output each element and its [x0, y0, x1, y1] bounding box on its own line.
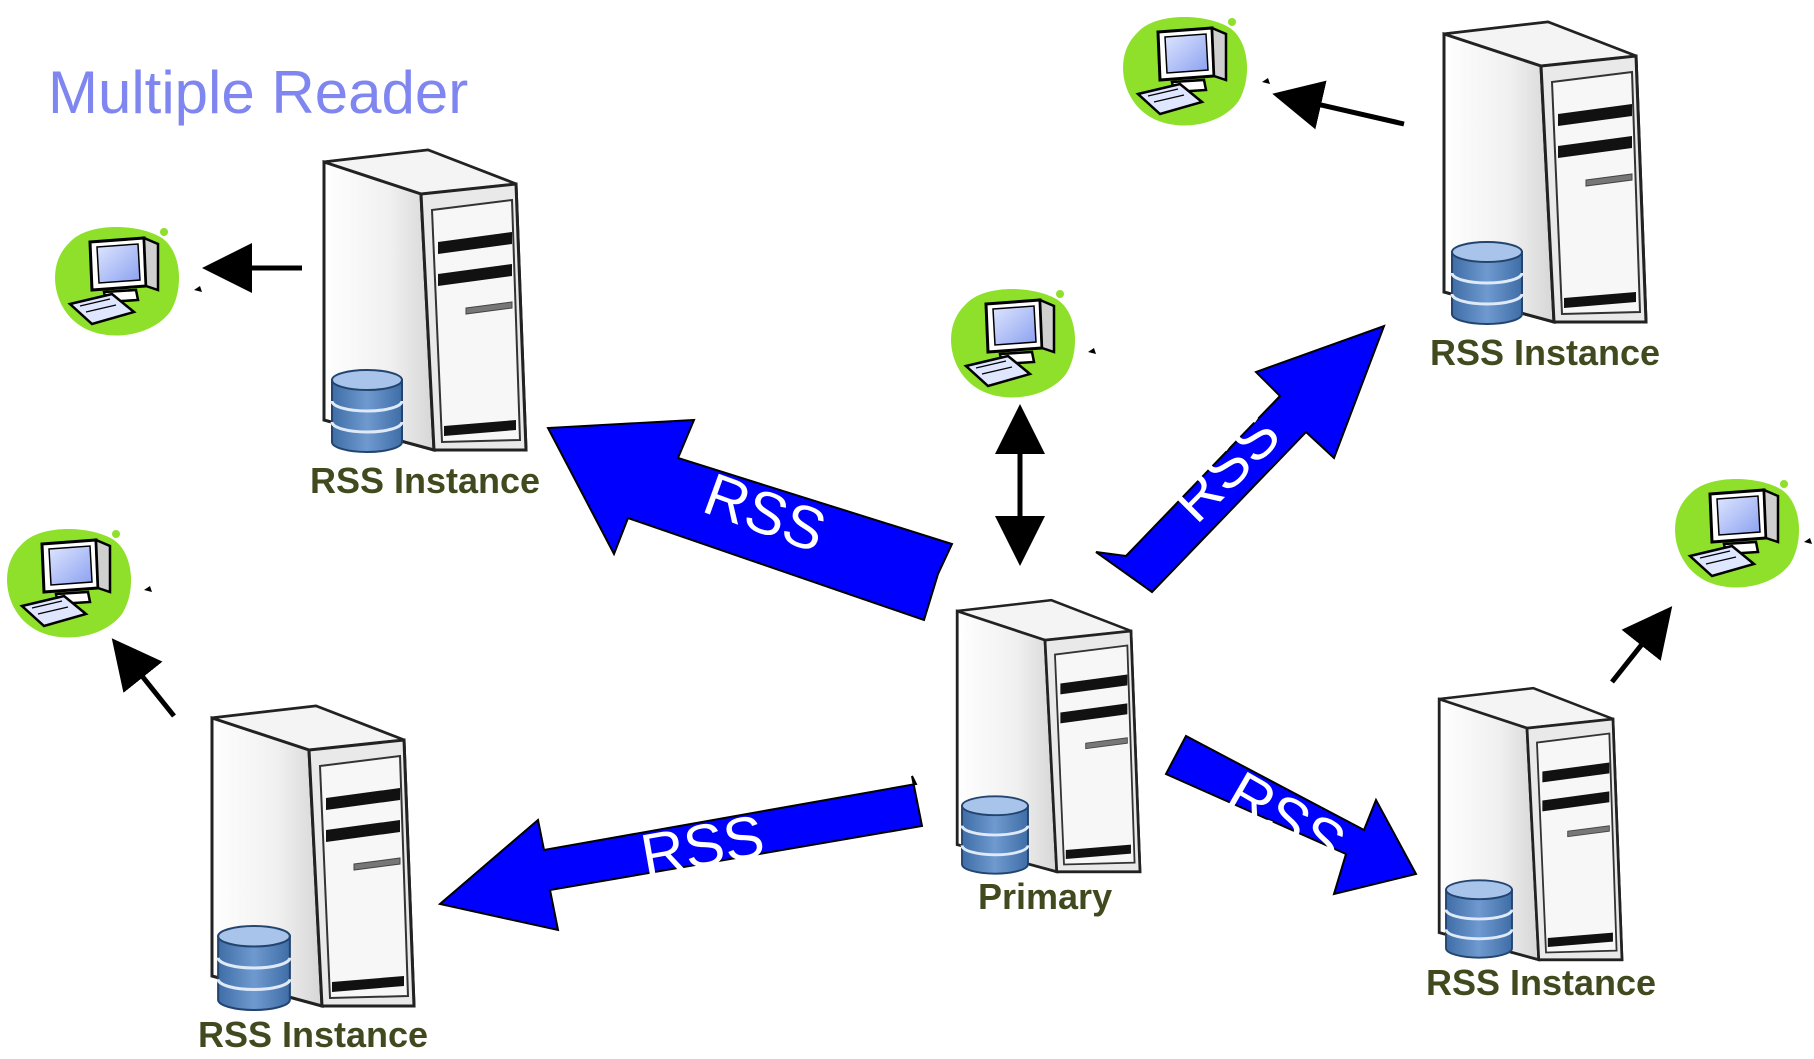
server-bottom-right — [1437, 686, 1624, 962]
server-label-top-left: RSS Instance — [310, 460, 541, 501]
connector-arrow-bottom-right — [1610, 606, 1673, 684]
server-label-top-right: RSS Instance — [1430, 332, 1661, 373]
server-bottom-left — [210, 704, 416, 1012]
database-icon — [1444, 878, 1514, 960]
page-title: Multiple Reader — [48, 59, 469, 126]
server-top-left — [322, 148, 528, 454]
rss-arrow-to-bottom-left: RSS — [437, 775, 924, 932]
client-computer-icon — [949, 287, 1096, 399]
server-primary — [955, 598, 1142, 876]
connector-arrow-bottom-left — [111, 638, 176, 718]
rss-arrow-to-bottom-right: RSS — [1164, 734, 1418, 896]
client-computer-icon — [5, 527, 152, 639]
server-label-bottom-left: RSS Instance — [198, 1014, 429, 1055]
rss-arrow-label: RSS — [636, 802, 769, 889]
client-computer-icon — [1673, 477, 1812, 589]
database-icon — [1450, 240, 1524, 326]
database-icon — [216, 924, 292, 1012]
server-label-bottom-right: RSS Instance — [1426, 962, 1657, 1003]
client-computer-icon — [53, 225, 202, 337]
rss-arrow-to-top-left: RSS — [546, 418, 954, 622]
database-icon — [960, 794, 1030, 876]
server-top-right — [1442, 20, 1648, 326]
database-icon — [330, 368, 404, 454]
rss-arrow-to-top-right: RSS — [1095, 324, 1386, 594]
connector-arrow-top-right — [1272, 80, 1405, 130]
server-label-primary: Primary — [978, 876, 1113, 917]
client-computer-icon — [1121, 15, 1270, 127]
